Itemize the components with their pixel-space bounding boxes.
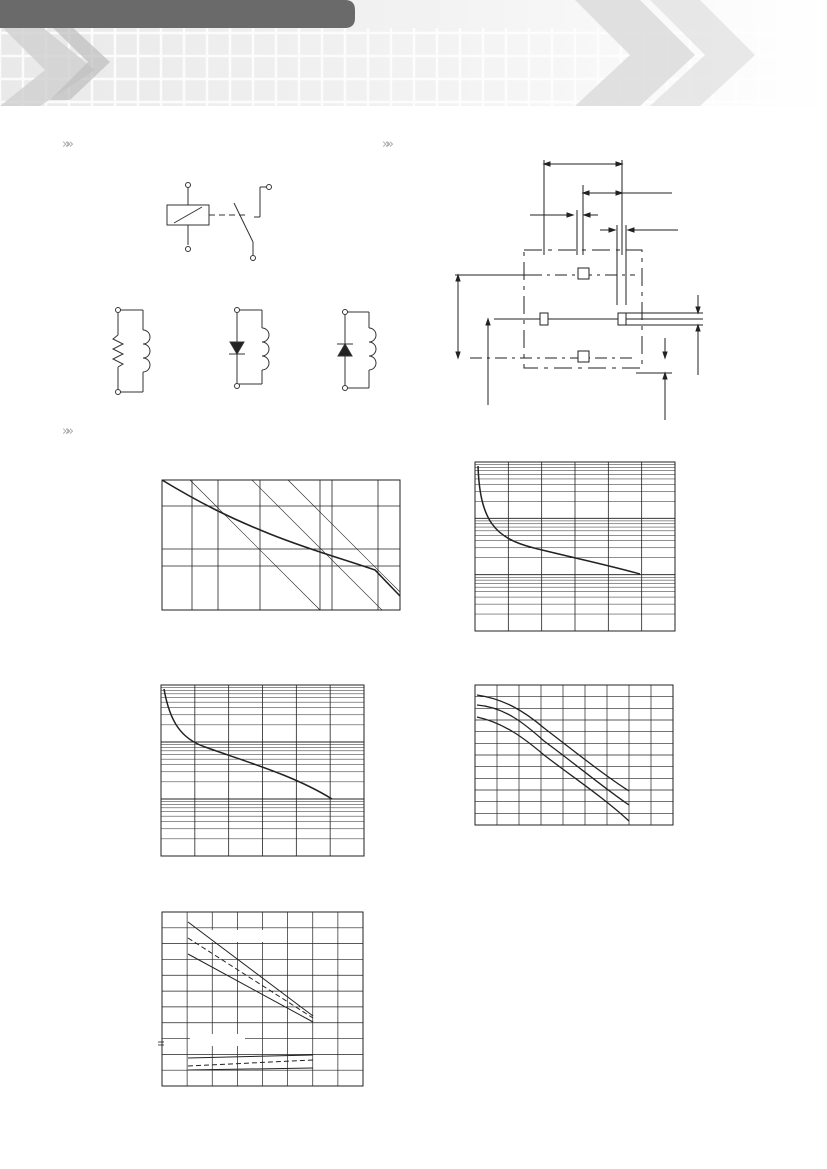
chart-coil-temperature [474, 684, 674, 826]
section-marker-curves: »» [62, 424, 74, 439]
coil-with-diode-diagram-b [337, 309, 377, 391]
relay-wiring-diagram [166, 182, 272, 261]
chart-load-limit [161, 479, 401, 611]
chart-operating-voltage [158, 911, 364, 1087]
chart-life-expectancy-b [160, 684, 365, 857]
section-marker-wiring: »» [62, 137, 74, 152]
contact-switch-symbol [233, 202, 254, 243]
pcb-layout-drawing [455, 160, 703, 420]
header-chevrons [0, 0, 755, 106]
chart-life-expectancy-a [474, 461, 676, 632]
coil-with-diode-diagram-a [229, 307, 270, 389]
section-marker-pcb: »» [382, 137, 394, 152]
title-bar [0, 0, 355, 28]
coil-with-resistor-diagram [111, 307, 151, 395]
header-banner [0, 0, 827, 106]
